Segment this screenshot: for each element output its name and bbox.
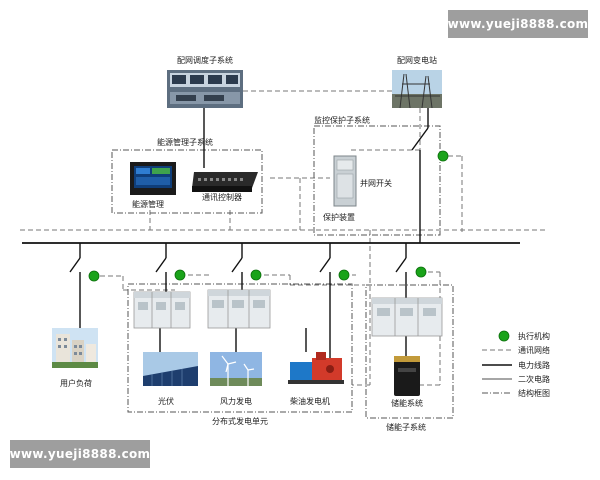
label-storage: 储能系统: [391, 398, 423, 408]
watermark-bottom: www.yueji8888.com: [10, 440, 150, 468]
legend-label-actuator: 执行机构: [518, 331, 550, 341]
legend-label-comm: 通讯网络: [518, 345, 550, 355]
energy-management-frame: [111, 149, 263, 214]
actuator-substation: [437, 150, 449, 162]
label-diesel: 柴油发电机: [290, 396, 330, 406]
comm-controller-device: [192, 172, 258, 192]
label-pv: 光伏: [158, 396, 174, 406]
label-substation: 配网变电站: [397, 55, 437, 65]
label-user-load: 用户负荷: [60, 378, 92, 388]
grid-switch-cabinet: [333, 155, 357, 207]
diesel-generator-image: [288, 352, 344, 384]
legend-dot-symbol: [498, 330, 510, 342]
label-energy-mgmt-system: 能源管理子系统: [157, 137, 213, 147]
distributed-generation-frame: [127, 283, 353, 413]
actuator-storage: [415, 266, 427, 278]
legend: 执行机构 通讯网络 电力线路 二次电路 结构框图: [482, 330, 550, 398]
actuator-user-load: [88, 270, 100, 282]
label-wind: 风力发电: [220, 396, 252, 406]
switchgear-storage: [371, 297, 443, 337]
actuators: [88, 150, 449, 282]
user-load-image: [52, 328, 98, 368]
pv-image: [143, 352, 198, 386]
watermark-top: www.yueji8888.com: [448, 10, 588, 38]
communication-network: [20, 90, 545, 386]
structure-frames: [111, 125, 454, 419]
legend-label-structure: 结构框图: [518, 388, 550, 398]
label-protect-device: 保护装置: [323, 212, 355, 222]
label-grid-switch: 并网开关: [360, 178, 392, 188]
actuator-diesel: [338, 269, 350, 281]
actuator-pv: [174, 269, 186, 281]
legend-label-secondary: 二次电路: [518, 374, 550, 384]
battery-image: [394, 356, 420, 396]
switchgear-distributed-left: [133, 291, 191, 329]
legend-label-power: 电力线路: [518, 360, 550, 370]
label-distributed-unit: 分布式发电单元: [212, 416, 268, 426]
actuator-wind: [250, 269, 262, 281]
wind-image: [210, 352, 262, 386]
energy-management-device: [130, 162, 176, 195]
monitor-protection-frame: [313, 125, 441, 236]
substation-image: [392, 70, 442, 109]
label-storage-subsystem: 储能子系统: [386, 422, 426, 432]
dispatch-image: [167, 70, 243, 108]
power-lines: [22, 108, 520, 371]
label-energy-mgmt: 能源管理: [132, 199, 164, 209]
label-dispatch: 配网调度子系统: [177, 55, 233, 65]
label-monitor-protect: 监控保护子系统: [314, 115, 370, 125]
diagram-labels: 配网调度子系统 配网变电站 能源管理子系统 能源管理 通讯控制器 监控保护子系统…: [60, 55, 437, 432]
switchgear-distributed-right: [207, 289, 271, 329]
label-comm-controller: 通讯控制器: [202, 192, 242, 202]
